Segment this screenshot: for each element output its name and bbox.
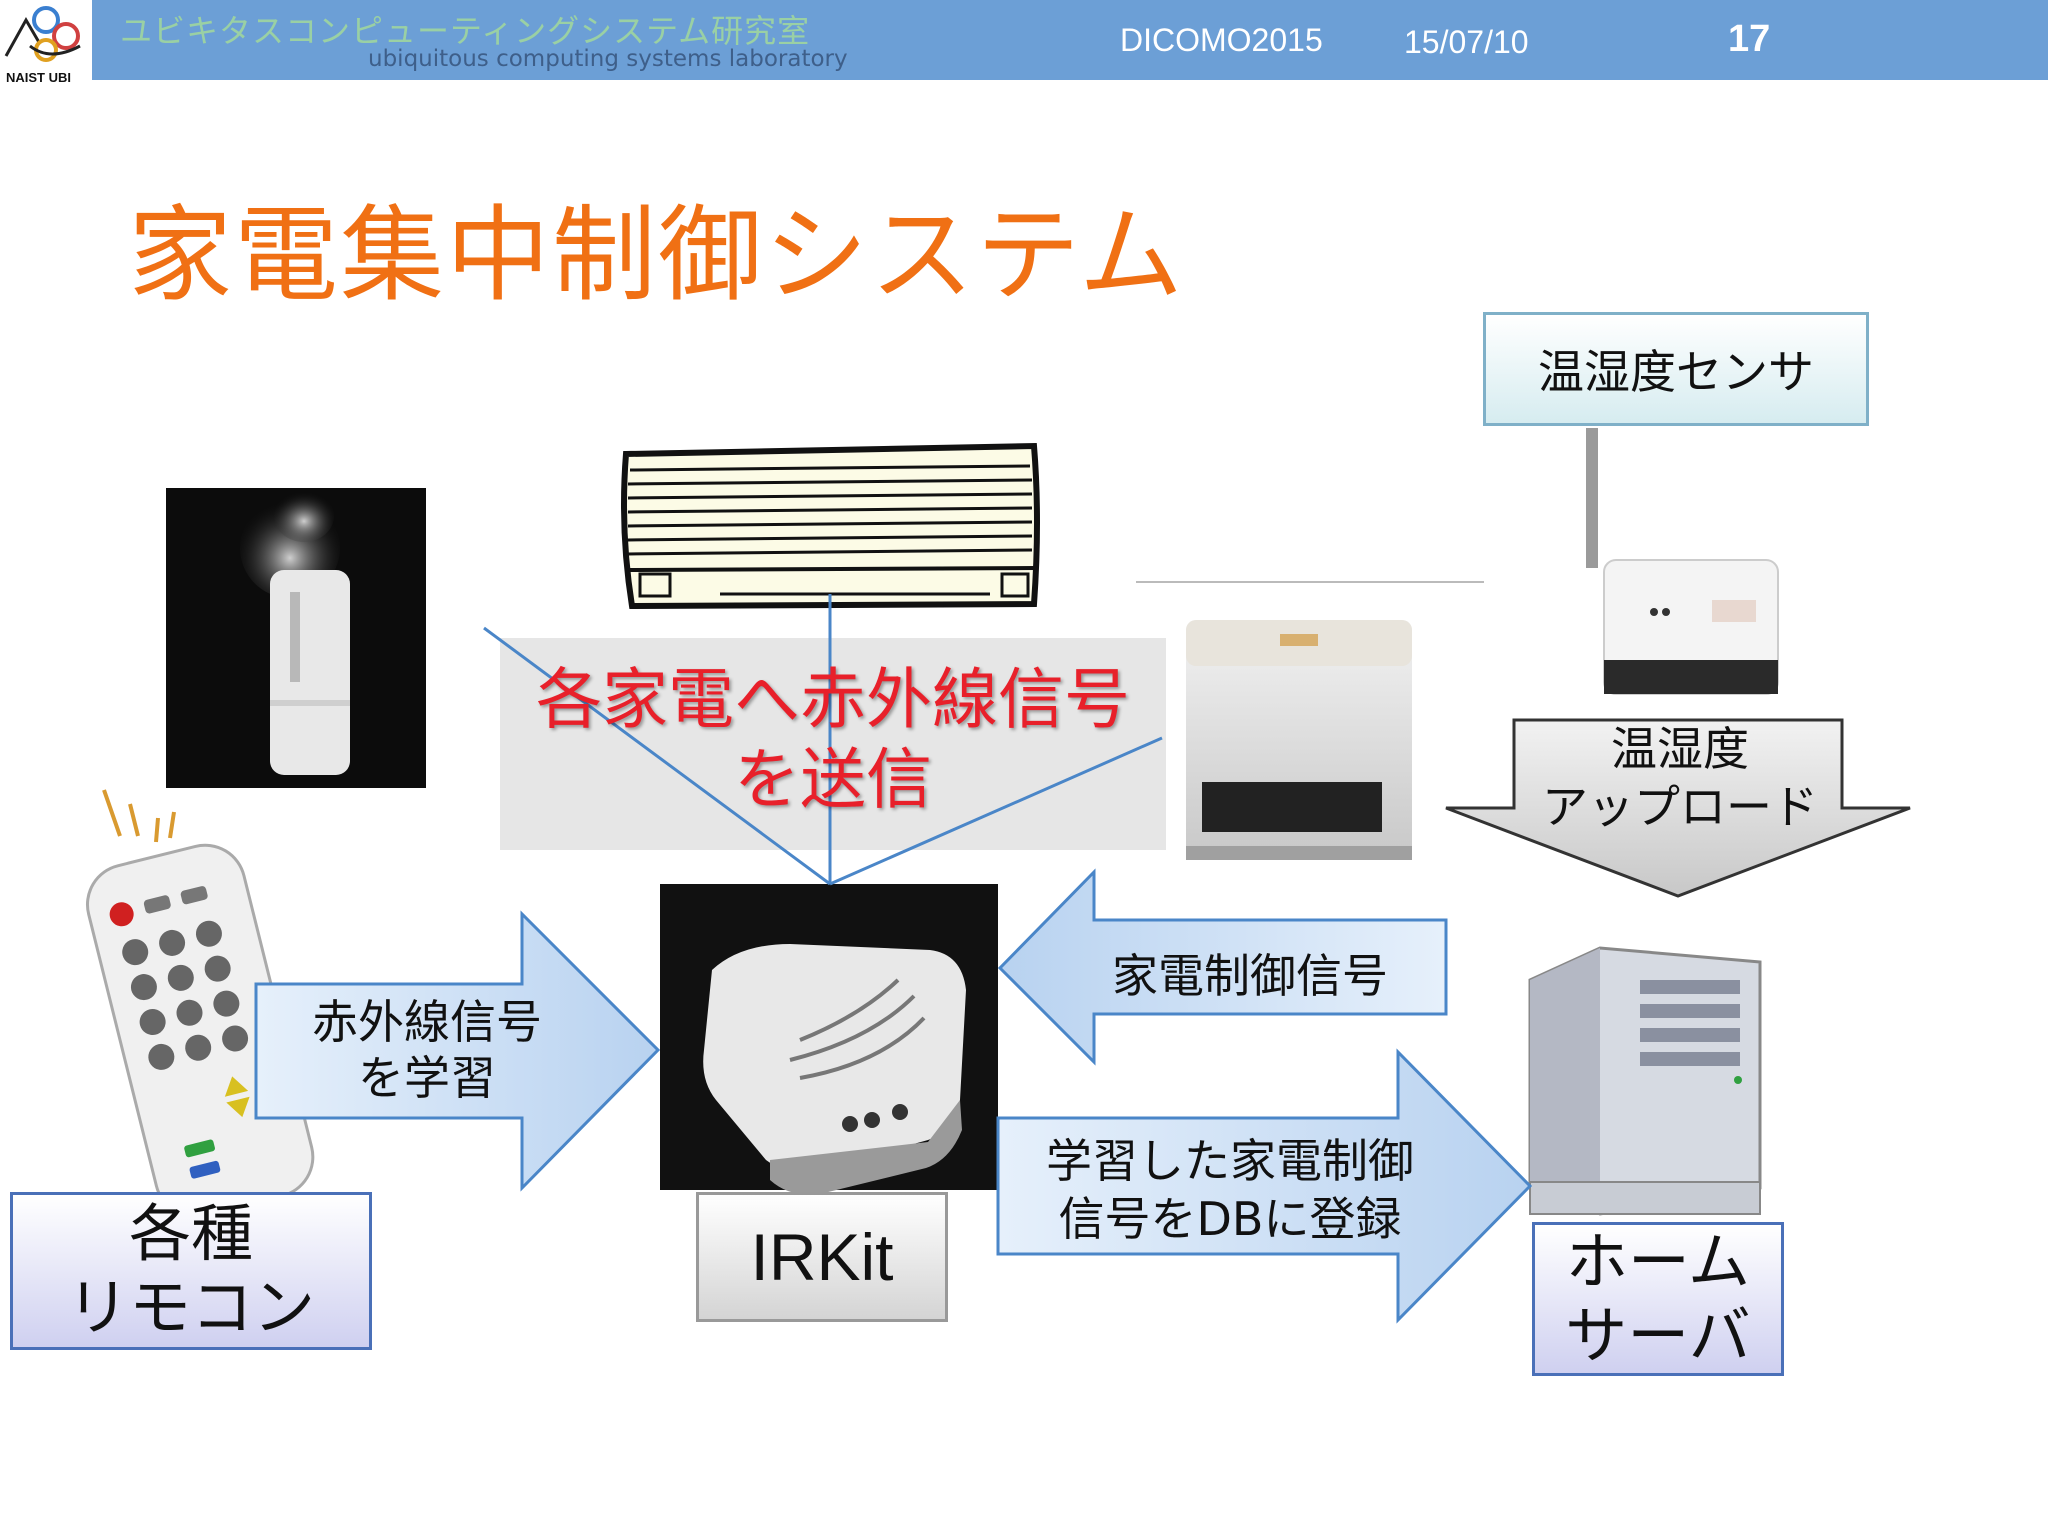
slide-title: 家電集中制御システム — [128, 194, 1185, 316]
header-bar — [92, 0, 2048, 80]
learn-label-line2: を学習 — [358, 1051, 496, 1105]
remote-label-line1: 各種 — [128, 1197, 253, 1270]
control-arrow-label: 家電制御信号 — [1112, 949, 1388, 1003]
upload-label-line1: 温湿度 — [1611, 722, 1749, 776]
humidifier-icon — [166, 488, 426, 788]
lab-name-jp: ユビキタスコンピューティングシステム研究室 — [120, 12, 811, 50]
conference-name: DICOMO2015 — [1120, 22, 1323, 58]
transmit-label: 各家電へ赤外線信号 を送信 — [500, 660, 1166, 820]
irkit-label: IRKit — [750, 1220, 894, 1294]
transmit-box — [500, 638, 1166, 850]
upload-arrow-label: 温湿度 アップロード — [1510, 720, 1850, 836]
learn-arrow — [254, 910, 661, 1192]
temperature-sensor-icon — [1586, 428, 1779, 695]
control-signal-arrow — [997, 868, 1448, 1066]
register-arrow-label: 学習した家電制御 信号をDBに登録 — [1000, 1132, 1460, 1248]
learn-label-line1: 赤外線信号 — [312, 995, 542, 1049]
lab-name-en: ubiquitous computing systems laboratory — [368, 46, 848, 72]
page-number: 17 — [1728, 18, 1771, 60]
naist-ubi-logo-icon — [4, 6, 81, 62]
server-label-box: ホーム サーバ — [1532, 1222, 1784, 1376]
server-label-line2: サーバ — [1565, 1299, 1751, 1372]
sensor-label-box: 温湿度センサ — [1483, 312, 1869, 426]
slide-date: 15/07/10 — [1404, 24, 1529, 60]
heater-icon — [1136, 581, 1484, 860]
air-conditioner-icon — [621, 442, 1040, 610]
logo-text: NAIST UBI — [6, 70, 71, 85]
transmit-lines — [483, 594, 1163, 886]
register-arrow — [996, 1048, 1533, 1324]
irkit-label-box: IRKit — [696, 1192, 948, 1322]
upload-arrow — [1445, 718, 1911, 898]
transmit-label-line2: を送信 — [734, 741, 932, 818]
upload-label-line2: アップロード — [1542, 780, 1818, 834]
server-label-line1: ホーム — [1565, 1225, 1751, 1298]
learn-arrow-label: 赤外線信号 を学習 — [262, 994, 592, 1106]
transmit-label-line1: 各家電へ赤外線信号 — [536, 661, 1130, 738]
server-icon — [1528, 946, 1762, 1216]
remote-label-box: 各種 リモコン — [10, 1192, 372, 1350]
sensor-label: 温湿度センサ — [1538, 345, 1814, 399]
irkit-device-icon — [660, 884, 998, 1195]
remote-label-line2: リモコン — [66, 1271, 315, 1344]
register-label-line1: 学習した家電制御 — [1046, 1134, 1414, 1188]
register-label-line2: 信号をDBに登録 — [1058, 1192, 1402, 1246]
